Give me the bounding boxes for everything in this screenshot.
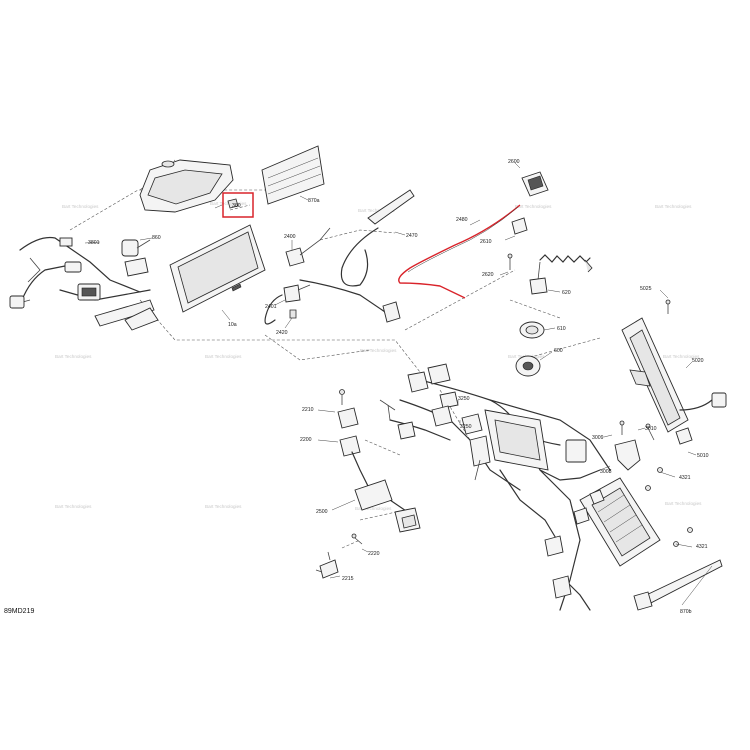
left-harness — [9, 236, 159, 331]
label-5025[interactable]: 5025 — [640, 286, 652, 292]
display-unit — [169, 224, 266, 313]
label-2600[interactable]: 2600 — [508, 159, 520, 165]
watermark: Bart Technologies — [55, 354, 92, 359]
highlight-box[interactable] — [222, 192, 254, 218]
label-2500[interactable]: 2500 — [316, 509, 328, 515]
bracket-parts — [614, 420, 655, 471]
watermark: Bart Technologies — [663, 354, 700, 359]
label-2400[interactable]: 2400 — [284, 234, 296, 240]
watermark-layer: Bart Technologies Bart Technologies Bart… — [55, 201, 702, 511]
label-860[interactable]: 860 — [152, 235, 161, 241]
label-2470[interactable]: 2470 — [406, 233, 418, 239]
watermark: Bart Technologies — [655, 204, 692, 209]
label-2610[interactable]: 2610 — [480, 239, 492, 245]
coiled-cord — [529, 254, 593, 295]
watermark: Bart Technologies — [205, 504, 242, 509]
switch-assembly — [507, 171, 549, 270]
watermark: Bart Technologies — [355, 506, 392, 511]
label-5020[interactable]: 5020 — [692, 358, 704, 364]
watermark: Bart Technologies — [358, 208, 395, 213]
leader-lines — [84, 162, 713, 606]
watermark: Bart Technologies — [205, 354, 242, 359]
label-3250-upper[interactable]: 3250 — [458, 396, 470, 402]
round-parts — [515, 321, 545, 377]
label-4321-lower[interactable]: 4321 — [696, 544, 708, 550]
watermark: Bart Technologies — [62, 204, 99, 209]
label-2220[interactable]: 2220 — [368, 551, 380, 557]
filter-element — [261, 145, 325, 205]
label-610[interactable]: 610 — [557, 326, 566, 332]
label-3250-lower[interactable]: 3250 — [460, 424, 472, 430]
cover-housing — [139, 159, 234, 213]
diagram-code: 89MD219 — [4, 608, 34, 615]
label-2210[interactable]: 2210 — [302, 407, 314, 413]
watermark: Bart Technologies — [665, 501, 702, 506]
label-2401[interactable]: 2401 — [265, 304, 277, 310]
label-870b[interactable]: 870b — [680, 609, 692, 615]
label-2620[interactable]: 2620 — [482, 272, 494, 278]
label-2420[interactable]: 2420 — [276, 330, 288, 336]
label-3009[interactable]: 3009 — [592, 435, 604, 441]
part-labels: 3801 860 10a 360 870a 2400 2401 2420 247… — [88, 159, 709, 615]
label-2200[interactable]: 2200 — [300, 437, 312, 443]
watermark: Bart Technologies — [360, 348, 397, 353]
label-360[interactable]: 360 — [232, 203, 241, 209]
label-3010[interactable]: 3010 — [645, 426, 657, 432]
label-870a[interactable]: 870a — [308, 198, 320, 204]
label-10a[interactable]: 10a — [228, 322, 237, 328]
label-4321-upper[interactable]: 4321 — [679, 475, 691, 481]
cable-group-2400 — [264, 189, 415, 325]
label-600[interactable]: 600 — [554, 348, 563, 354]
label-3008[interactable]: 3008 — [600, 469, 612, 475]
part-360-highlight[interactable] — [214, 192, 254, 218]
label-2215[interactable]: 2215 — [342, 576, 354, 582]
label-5010[interactable]: 5010 — [697, 453, 709, 459]
red-cable-2480 — [398, 204, 521, 299]
cable-tie — [633, 559, 723, 611]
fuse-box — [579, 467, 693, 567]
label-2480[interactable]: 2480 — [456, 217, 468, 223]
lower-left-parts — [315, 389, 421, 579]
watermark: Bart Technologies — [515, 204, 552, 209]
main-harness — [379, 363, 611, 611]
connector-5010 — [675, 427, 693, 445]
module-5020 — [621, 299, 727, 433]
watermark: Bart Technologies — [55, 504, 92, 509]
label-3801[interactable]: 3801 — [88, 240, 100, 246]
label-620[interactable]: 620 — [562, 290, 571, 296]
